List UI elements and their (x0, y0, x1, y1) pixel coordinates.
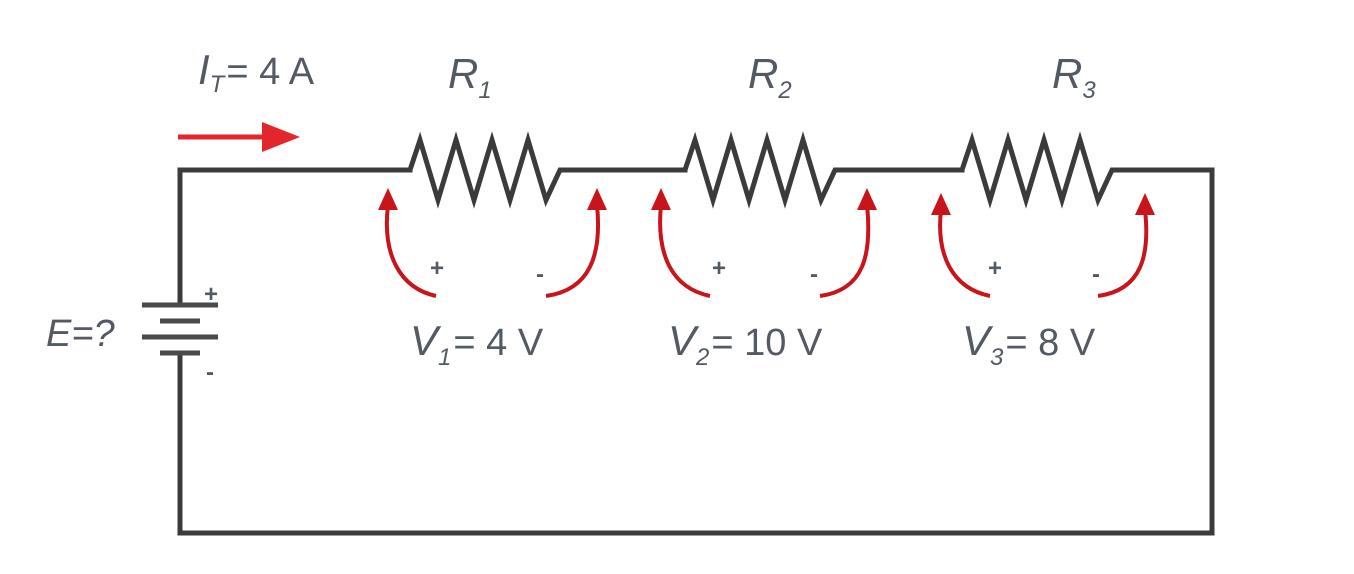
r3-minus-sign: - (1092, 261, 1100, 288)
battery-plus-sign: + (204, 281, 218, 308)
resistor-r2 (682, 131, 842, 209)
r2-voltage-arrows (651, 188, 877, 298)
current-label: IT= 4 A (198, 46, 315, 98)
battery-minus-sign: - (206, 359, 214, 386)
resistor-r2-label: R2 (748, 50, 792, 104)
r3-plus-sign: + (988, 255, 1002, 282)
circuit-wires (177, 167, 1215, 536)
wire-top-left (177, 167, 413, 306)
resistor-r3-label: R3 (1052, 50, 1096, 104)
v1-label: V1= 4 V (410, 317, 544, 371)
v3-label: V3= 8 V (962, 317, 1096, 371)
resistor-r1 (407, 131, 568, 209)
r3-voltage-arrows (931, 193, 1155, 298)
current-direction-arrow (178, 122, 300, 152)
r2-plus-sign: + (712, 255, 726, 282)
resistor-r3 (959, 131, 1122, 209)
r1-voltage-arrows (378, 188, 607, 298)
r2-minus-sign: - (810, 261, 818, 288)
v2-label: V2= 10 V (668, 317, 823, 371)
battery-symbol (142, 302, 218, 356)
r1-minus-sign: - (536, 261, 544, 288)
source-voltage-label: E=? (46, 313, 116, 355)
wire-right-bottom (177, 167, 1215, 536)
resistor-r1-label: R1 (448, 50, 492, 104)
r1-plus-sign: + (430, 255, 444, 282)
